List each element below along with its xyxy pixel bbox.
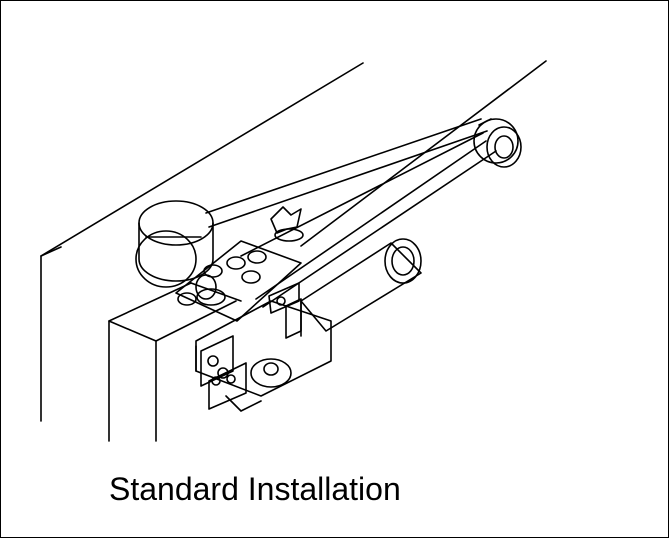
closer-body bbox=[195, 282, 332, 412]
door-frame-lines bbox=[40, 62, 364, 422]
pivot-drum bbox=[135, 200, 214, 288]
mounting-plate bbox=[175, 240, 302, 322]
closer-cylinder bbox=[300, 238, 422, 337]
door-block bbox=[108, 282, 242, 442]
wing-nut bbox=[270, 206, 304, 242]
closer-arms bbox=[205, 60, 547, 308]
front-pivot bbox=[473, 118, 522, 168]
figure-caption: Standard Installation bbox=[109, 471, 401, 507]
